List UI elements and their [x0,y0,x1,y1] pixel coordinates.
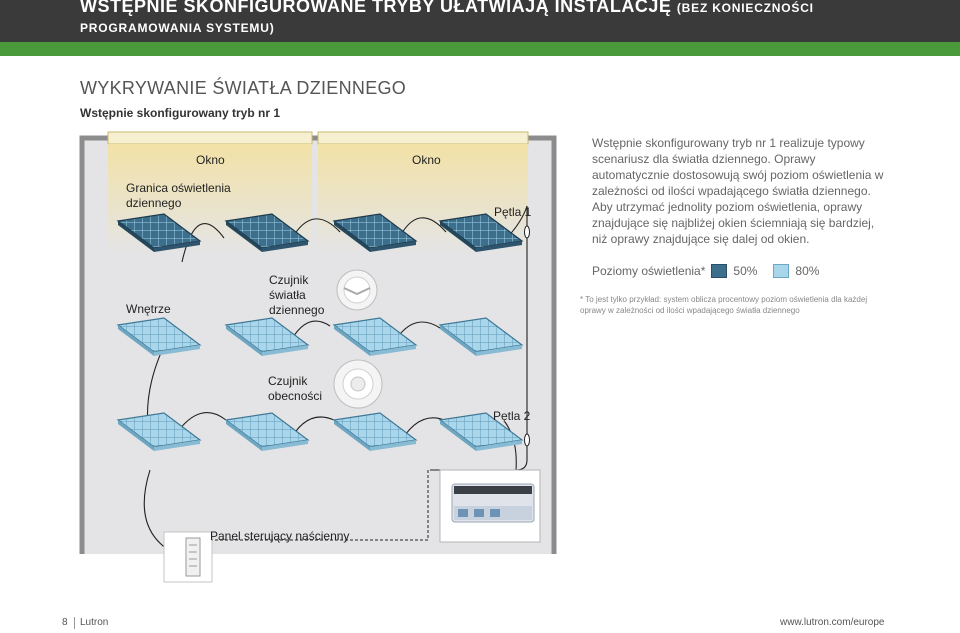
header-band [0,0,960,42]
page-number: 8 [62,617,68,628]
section-title: WYKRYWANIE ŚWIATŁA DZIENNEGO [80,78,407,98]
loop-2-marker [524,433,530,447]
occupancy-sensor-icon [333,359,383,409]
legend-value-dark: 50% [733,264,758,278]
wire-loop-1 [181,205,528,471]
controller-icon [439,469,541,543]
daylight-sensor-icon [336,269,378,311]
occupancy-sensor-label: Czujnik obecności [268,374,323,403]
legend-value-light: 80% [795,264,820,278]
loop-1-label: Pętla 1 [494,205,532,219]
window-label-right: Okno [412,153,441,167]
window-right [317,131,529,145]
page-title-line2: PROGRAMOWANIA SYSTEMU) [80,21,275,35]
page-title: WSTĘPNIE SKONFIGUROWANE TRYBY UŁATWIAJĄ … [80,0,814,17]
footer-brand: Lutron [80,617,109,628]
window-left [107,131,313,145]
loop-1-marker [524,225,530,239]
footnote: * To jest tylko przykład: system oblicza… [580,295,868,315]
wire-branch [143,412,445,561]
wall-panel-icon [163,531,213,583]
legend-swatch-light [773,264,790,278]
footer-url: www.lutron.com/europe [780,617,885,628]
loop-2-label: Pętla 2 [493,409,531,423]
wall-panel-label: Panel sterujący naścienny [210,529,350,543]
daylight-boundary-label: Granica oświetlenia dziennego [126,181,231,210]
accent-rule [0,42,960,56]
wire-loop-2 [146,320,517,471]
interior-label: Wnętrze [126,302,171,316]
mode-description: Wstępnie skonfigurowany tryb nr 1 realiz… [592,136,884,246]
legend-swatch-dark [711,264,728,278]
window-label-left: Okno [196,153,225,167]
page-title-paren: (BEZ KONIECZNOŚCI [676,1,814,15]
page-title-main: WSTĘPNIE SKONFIGUROWANE TRYBY UŁATWIAJĄ … [80,0,672,16]
daylight-sensor-label: Czujnik światła dziennego [269,273,325,317]
footer-divider [74,617,75,629]
legend-label: Poziomy oświetlenia* [592,264,706,278]
light-levels-legend: Poziomy oświetlenia* 50% 80% [592,263,819,279]
section-subtitle: Wstępnie skonfigurowany tryb nr 1 [80,106,281,120]
